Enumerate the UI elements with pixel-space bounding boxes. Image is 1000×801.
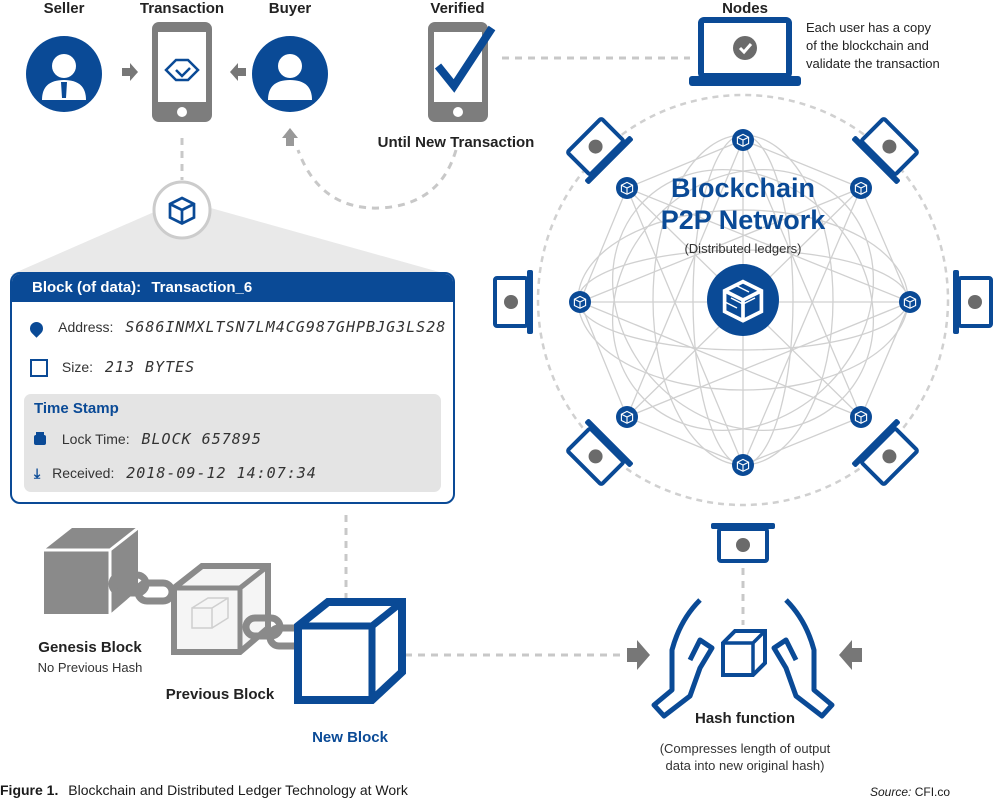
network-center-cube-icon [707,264,779,336]
verified-label: Verified [430,0,485,17]
genesis-block-icon [44,526,139,614]
block-data-card: Block (of data): Transaction_6 Address: … [10,272,455,504]
size-row: Size: 213 BYTES [30,358,196,378]
address-row: Address: S686INMXLTSN7LM4CG987GHPBJG3LS2… [27,318,447,338]
nodes-label: Nodes [722,0,768,17]
received-label: Received: [52,465,115,481]
block-card-header: Block (of data): Transaction_6 [12,274,453,302]
previous-block-label: Previous Block [165,686,275,703]
buyer-avatar-icon [252,36,328,112]
nodes-note-line-3: validate the transaction [806,56,940,71]
size-icon [30,359,48,378]
network-title-line-2: P2P Network [660,205,826,235]
location-pin-icon [27,319,46,338]
buyer-label: Buyer [268,0,312,17]
genesis-block-label: Genesis Block [38,639,142,656]
nodes-note-line-1: Each user has a copy [806,20,932,35]
network-node-dots [569,129,921,476]
hash-cube-icon [721,629,767,677]
network-title-line-1: Blockchain [670,173,816,203]
figure-label: Figure 1. [0,782,59,798]
time-stamp-panel: Time Stamp Lock Time: BLOCK 657895 ⤓ Rec… [24,394,441,492]
lock-icon [34,435,46,446]
figure-caption: Figure 1. Blockchain and Distributed Led… [0,782,408,798]
seller-avatar-icon [26,36,102,112]
figure-caption-text: Blockchain and Distributed Ledger Techno… [68,782,408,798]
block-bubble-icon [152,180,212,240]
source-value: CFI.co [914,785,951,799]
size-label: Size: [61,359,94,375]
hash-function-label: Hash function [695,710,795,727]
size-value: 213 BYTES [104,358,196,376]
genesis-block-sublabel: No Previous Hash [37,660,143,675]
new-block-label: New Block [312,729,388,746]
block-card-header-prefix: Block (of data): [32,279,142,296]
address-value: S686INMXLTSN7LM4CG987GHPBJG3LS28 [125,318,447,336]
transaction-phone-icon [152,22,212,122]
nodes-note-line-2: of the blockchain and [806,38,929,53]
nodes-laptop-icon [689,17,801,86]
hash-hands-icon [651,598,835,719]
block-card-header-value: Transaction_6 [151,279,253,296]
received-value: 2018-09-12 14:07:34 [126,464,317,482]
lock-time-label: Lock Time: [61,431,130,447]
download-icon: ⤓ [34,465,41,481]
received-row: ⤓ Received: 2018-09-12 14:07:34 [34,464,317,482]
nodes-note: Each user has a copy of the blockchain a… [806,19,940,73]
new-block-icon [294,598,406,704]
verified-phone-icon [428,22,496,122]
lock-time-row: Lock Time: BLOCK 657895 [34,430,262,448]
network-subtitle: (Distributed ledgers) [684,241,802,256]
seller-label: Seller [43,0,85,17]
hash-desc-line-1: (Compresses length of output [659,741,831,756]
network-title: Blockchain P2P Network [653,172,833,236]
address-label: Address: [58,319,114,335]
hash-function-desc: (Compresses length of output data into n… [630,740,860,774]
transaction-label: Transaction [139,0,225,17]
hash-desc-line-2: data into new original hash) [665,758,825,773]
source-note: Source: CFI.co [870,785,950,799]
source-label: Source: [870,785,912,799]
until-new-transaction-label: Until New Transaction [377,134,535,151]
lock-time-value: BLOCK 657895 [141,430,262,448]
time-stamp-heading: Time Stamp [34,400,119,417]
